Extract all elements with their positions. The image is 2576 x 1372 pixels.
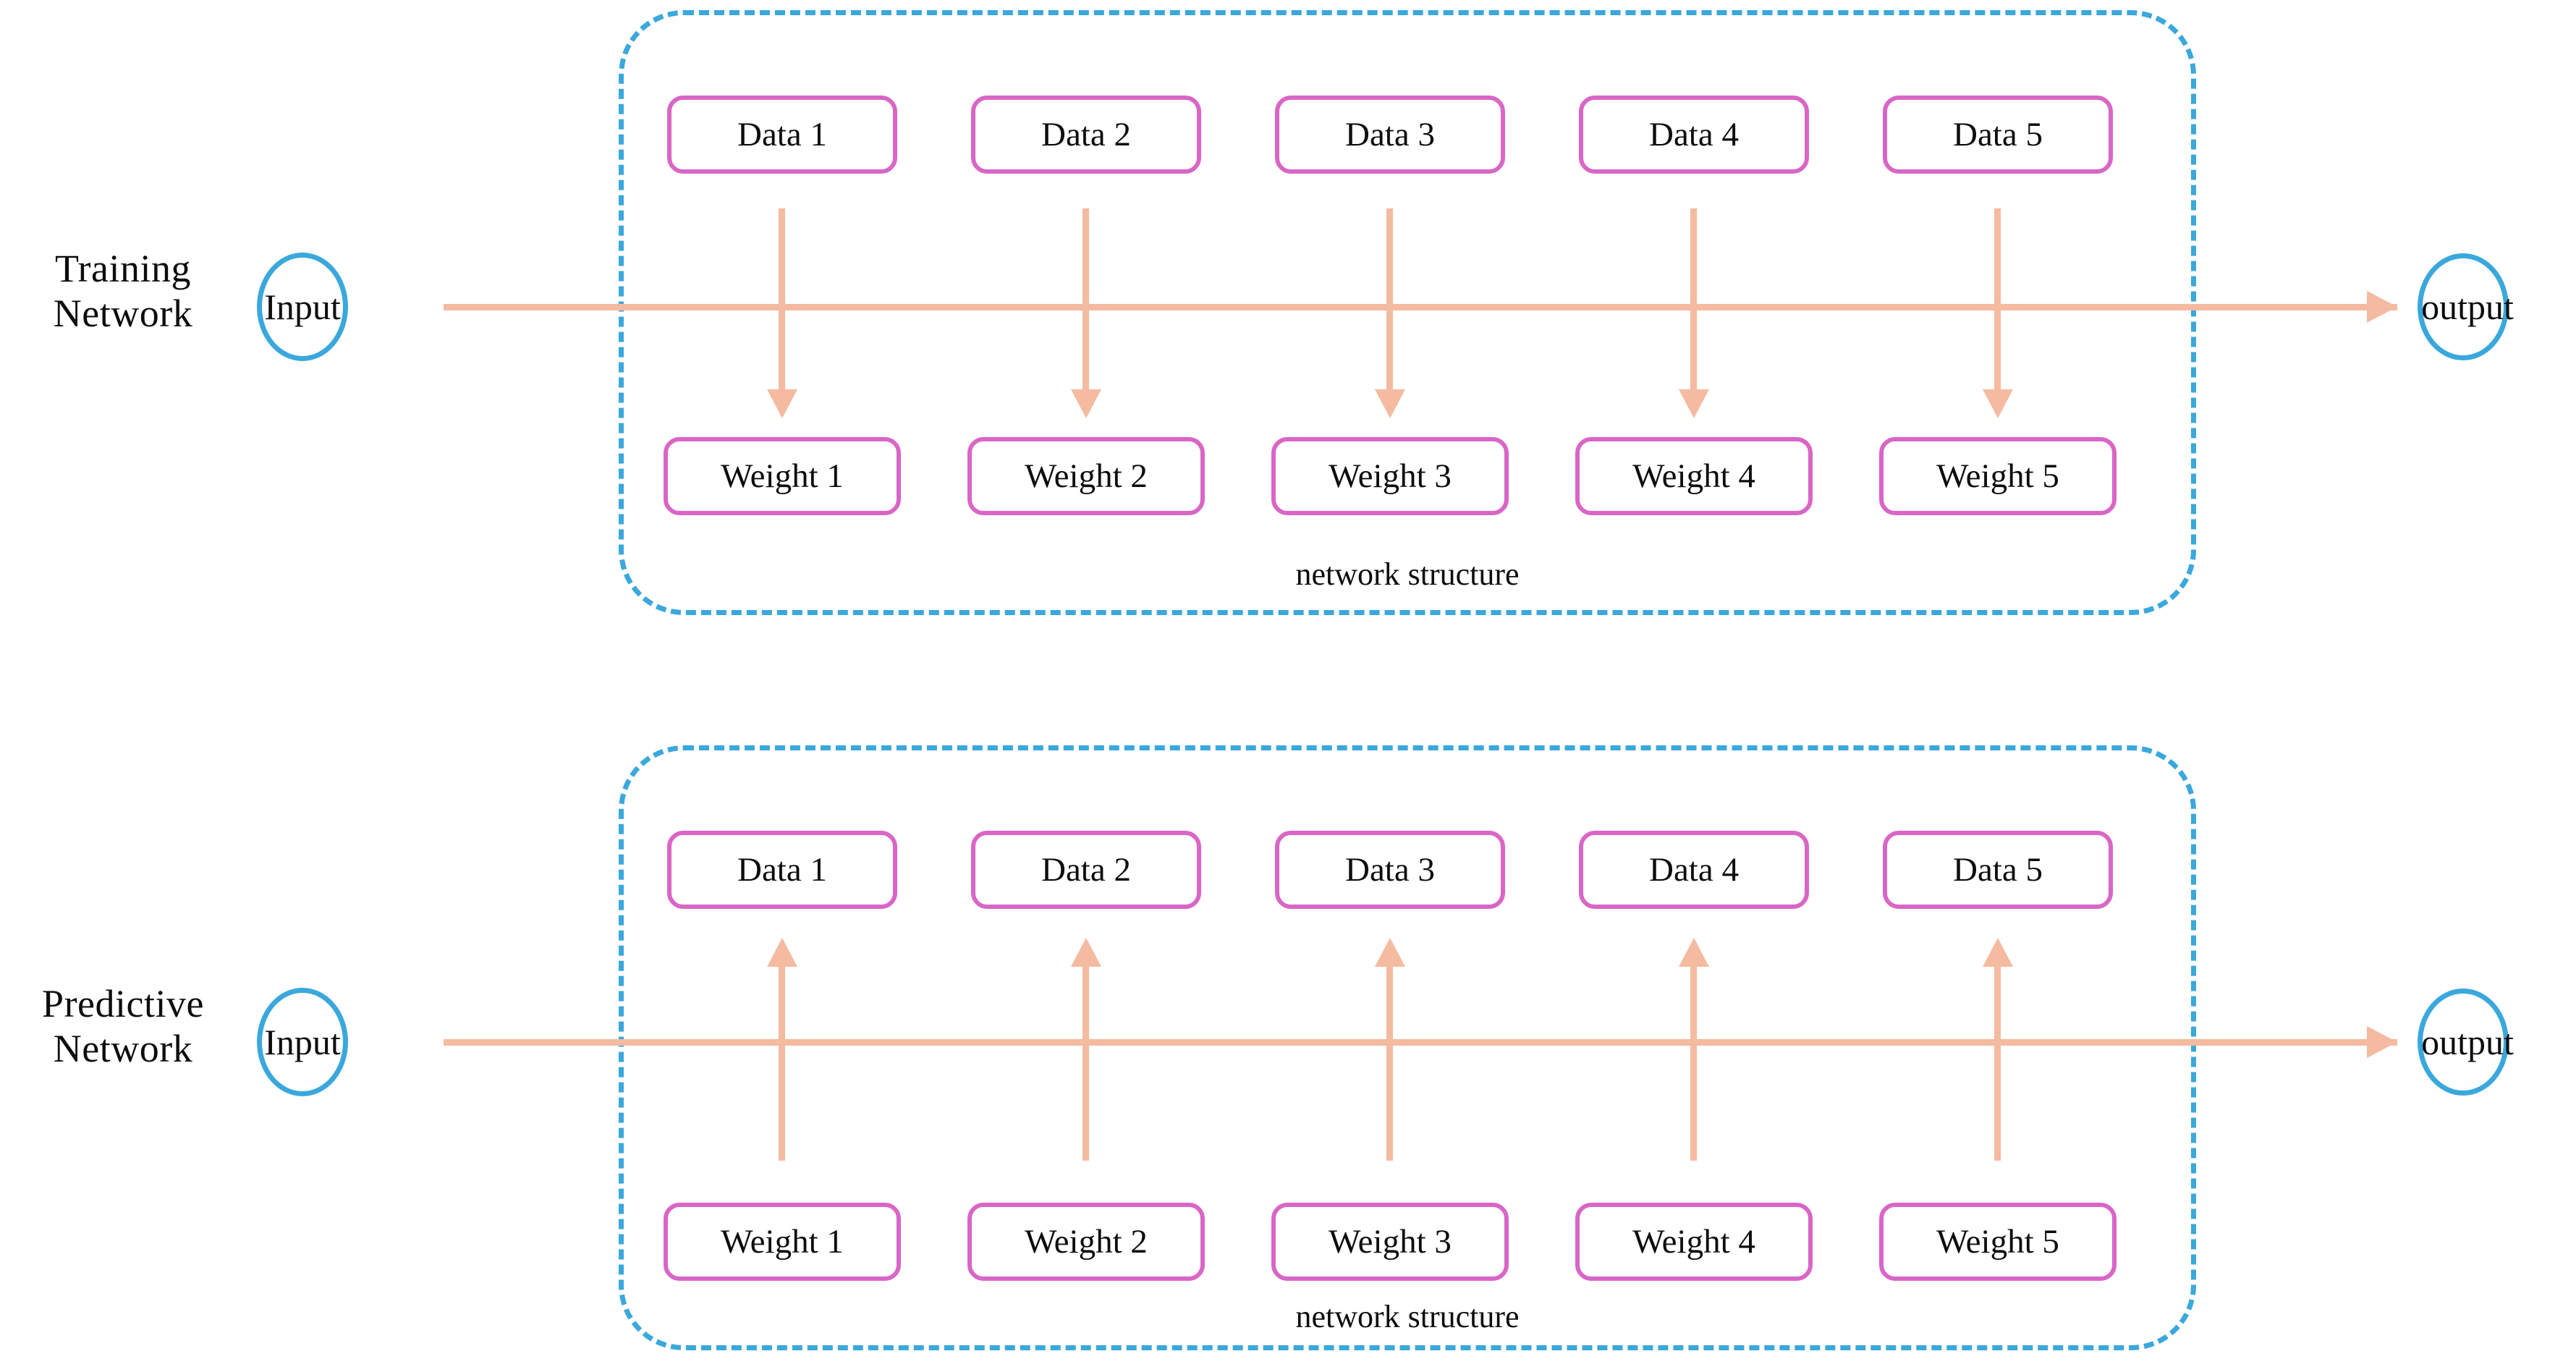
main-flow-line-predictive — [444, 1039, 2397, 1046]
structure-caption-training: network structure — [1295, 556, 1520, 592]
node-label: Data 2 — [1041, 851, 1131, 889]
node-label: Data 2 — [1041, 116, 1131, 153]
node-label: Weight 5 — [1936, 1223, 2059, 1261]
network-structure-box-training — [619, 10, 2196, 615]
node-label: Data 1 — [737, 851, 827, 889]
node-weight-4-predictive[interactable]: Weight 4 — [1575, 1203, 1813, 1281]
node-weight-2-training[interactable]: Weight 2 — [967, 437, 1205, 515]
connector-line-1-predictive — [779, 965, 785, 1161]
connector-arrowhead-5-predictive — [1983, 938, 2013, 967]
node-label: Weight 2 — [1025, 457, 1148, 495]
connector-arrowhead-5-training — [1983, 389, 2013, 418]
connector-line-1-training — [779, 208, 785, 394]
node-label: Weight 1 — [721, 1223, 844, 1261]
connector-line-2-training — [1082, 208, 1089, 394]
connector-line-5-predictive — [1994, 965, 2001, 1161]
main-flow-line-training — [444, 304, 2397, 310]
node-data-2-training[interactable]: Data 2 — [971, 96, 1201, 174]
node-label: Data 5 — [1953, 116, 2043, 153]
node-label: Data 3 — [1345, 116, 1435, 153]
connector-line-3-predictive — [1386, 965, 1393, 1161]
node-data-3-training[interactable]: Data 3 — [1275, 96, 1505, 174]
node-label: Weight 4 — [1632, 1223, 1755, 1261]
connector-line-2-predictive — [1082, 965, 1089, 1161]
structure-caption-predictive: network structure — [1295, 1299, 1520, 1334]
node-label: Data 4 — [1649, 116, 1739, 153]
node-data-1-predictive[interactable]: Data 1 — [667, 831, 897, 909]
node-label: Weight 1 — [721, 457, 844, 495]
main-flow-arrowhead-training — [2367, 291, 2397, 323]
node-weight-3-training[interactable]: Weight 3 — [1271, 437, 1509, 515]
output-node-label: output — [2421, 287, 2514, 327]
node-weight-5-predictive[interactable]: Weight 5 — [1879, 1203, 2117, 1281]
connector-line-4-training — [1690, 208, 1697, 394]
row-label-line2: Network — [53, 292, 193, 335]
connector-arrowhead-2-predictive — [1071, 938, 1101, 967]
node-label: Data 5 — [1953, 851, 2043, 889]
connector-arrowhead-2-training — [1071, 389, 1101, 418]
row-label-line2: Network — [53, 1027, 193, 1070]
connector-arrowhead-1-predictive — [767, 938, 797, 967]
node-data-4-predictive[interactable]: Data 4 — [1579, 831, 1809, 909]
output-node-training[interactable]: output — [2418, 253, 2514, 360]
connector-arrowhead-4-training — [1679, 389, 1709, 418]
node-data-2-predictive[interactable]: Data 2 — [971, 831, 1201, 909]
node-weight-4-training[interactable]: Weight 4 — [1575, 437, 1813, 515]
row-label-predictive: Predictive Network — [14, 981, 232, 1071]
node-label: Data 1 — [737, 116, 827, 153]
connector-line-3-training — [1386, 208, 1393, 394]
input-node-label: Input — [264, 1022, 341, 1062]
input-node-training[interactable]: Input — [257, 253, 348, 361]
node-label: Weight 5 — [1936, 457, 2059, 495]
node-label: Weight 3 — [1329, 457, 1452, 495]
output-node-label: output — [2421, 1022, 2514, 1062]
node-data-4-training[interactable]: Data 4 — [1579, 96, 1809, 174]
node-label: Data 3 — [1345, 851, 1435, 889]
connector-arrowhead-3-training — [1375, 389, 1405, 418]
node-weight-1-predictive[interactable]: Weight 1 — [664, 1203, 901, 1281]
row-label-line1: Training — [54, 247, 192, 290]
node-weight-5-training[interactable]: Weight 5 — [1879, 437, 2117, 515]
connector-arrowhead-1-training — [767, 389, 797, 418]
node-label: Weight 4 — [1632, 457, 1755, 495]
main-flow-arrowhead-predictive — [2367, 1026, 2397, 1058]
connector-line-5-training — [1994, 208, 2001, 394]
output-node-predictive[interactable]: output — [2418, 988, 2514, 1096]
node-weight-2-predictive[interactable]: Weight 2 — [967, 1203, 1205, 1281]
network-structure-box-predictive — [619, 745, 2196, 1350]
node-data-5-training[interactable]: Data 5 — [1883, 96, 2113, 174]
row-label-training: Training Network — [14, 246, 232, 336]
node-label: Weight 3 — [1329, 1223, 1452, 1261]
section-training-network: Training Network Input Data 1 Data 2 Dat… — [0, 0, 2576, 637]
input-node-predictive[interactable]: Input — [257, 988, 348, 1096]
node-label: Weight 2 — [1025, 1223, 1148, 1261]
node-label: Data 4 — [1649, 851, 1739, 889]
section-predictive-network: Predictive Network Input Data 1 Data 2 D… — [0, 735, 2576, 1372]
connector-line-4-predictive — [1690, 965, 1697, 1161]
row-label-line1: Predictive — [42, 982, 204, 1025]
node-weight-3-predictive[interactable]: Weight 3 — [1271, 1203, 1509, 1281]
node-data-5-predictive[interactable]: Data 5 — [1883, 831, 2113, 909]
input-node-label: Input — [264, 287, 341, 327]
node-data-3-predictive[interactable]: Data 3 — [1275, 831, 1505, 909]
connector-arrowhead-4-predictive — [1679, 938, 1709, 967]
node-weight-1-training[interactable]: Weight 1 — [664, 437, 901, 515]
connector-arrowhead-3-predictive — [1375, 938, 1405, 967]
node-data-1-training[interactable]: Data 1 — [667, 96, 897, 174]
